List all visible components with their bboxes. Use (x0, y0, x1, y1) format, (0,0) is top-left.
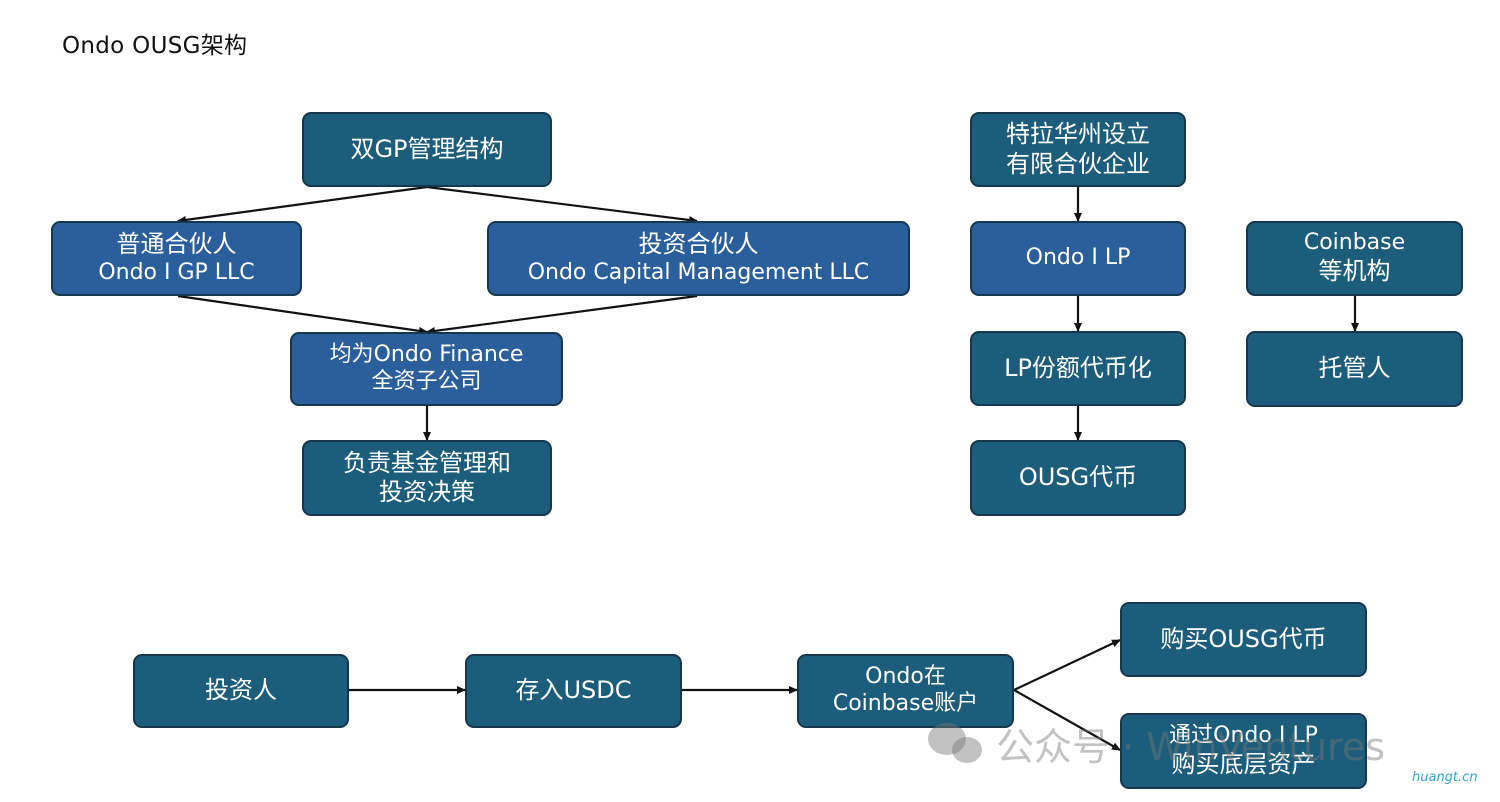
arrow-gp-to-investment-partner (426, 185, 698, 224)
responsibility-line2: 投资决策 (379, 478, 475, 506)
subsidiary-line2: 全资子公司 (371, 369, 482, 394)
wechat-icon (928, 721, 986, 767)
ondo-lp-box: Ondo I LP (970, 221, 1186, 296)
coinbase-account-line1: Ondo在 (865, 664, 946, 690)
coinbase-institution-line2: 等机构 (1318, 257, 1391, 286)
coinbase-institution-line1: Coinbase (1303, 230, 1406, 256)
buy-ousg-label: 购买OUSG代币 (1160, 624, 1327, 653)
ousg-token-label: OUSG代币 (1018, 463, 1138, 492)
investment-partner-role: 投资合伙人 (638, 230, 759, 259)
delaware-entity-box: 特拉华州设立 有限合伙企业 (970, 112, 1186, 187)
custodian-label: 托管人 (1318, 354, 1391, 383)
responsibility-line1: 负责基金管理和 (343, 448, 511, 477)
deposit-usdc-box: 存入USDC (465, 654, 682, 728)
investor-box: 投资人 (133, 654, 349, 728)
watermark: 公众号 · WinVentures (928, 716, 1385, 771)
deposit-usdc-label: 存入USDC (515, 676, 632, 705)
arrow-general-partner-to-subsidiary (177, 294, 428, 335)
subsidiary-box: 均为Ondo Finance 全资子公司 (290, 332, 563, 406)
general-partner-box: 普通合伙人 Ondo I GP LLC (51, 221, 302, 296)
buy-ousg-box: 购买OUSG代币 (1120, 602, 1367, 677)
arrow-account-to-buy-token (1013, 639, 1121, 691)
general-partner-role: 普通合伙人 (116, 230, 237, 259)
investor-label: 投资人 (205, 676, 277, 705)
lp-tokenize-label: LP份额代币化 (1004, 353, 1152, 382)
site-watermark: huangt.cn (1412, 770, 1478, 785)
buy-underlying-line2: 购买底层资产 (1171, 749, 1316, 778)
buy-underlying-box: 通过Ondo I LP 购买底层资产 (1120, 713, 1367, 789)
dual-gp-structure-box: 双GP管理结构 (302, 112, 552, 187)
page-title: Ondo OUSG架构 (62, 33, 248, 59)
delaware-entity-line2: 有限合伙企业 (1006, 149, 1150, 178)
investment-partner-box: 投资合伙人 Ondo Capital Management LLC (487, 221, 910, 296)
coinbase-institution-box: Coinbase 等机构 (1246, 221, 1463, 296)
arrow-investment-partner-to-subsidiary (426, 294, 698, 335)
responsibility-box: 负责基金管理和 投资决策 (302, 440, 552, 516)
custodian-box: 托管人 (1246, 331, 1463, 407)
coinbase-account-box: Ondo在 Coinbase账户 (797, 654, 1014, 728)
arrow-account-to-buy-assets (1013, 689, 1121, 751)
ousg-token-box: OUSG代币 (970, 440, 1186, 516)
investment-partner-entity: Ondo Capital Management LLC (527, 259, 870, 285)
dual-gp-structure-label: 双GP管理结构 (350, 134, 504, 163)
general-partner-entity: Ondo I GP LLC (98, 259, 255, 285)
subsidiary-line1: 均为Ondo Finance (329, 342, 524, 368)
arrow-gp-to-general-partner (177, 185, 428, 224)
delaware-entity-line1: 特拉华州设立 (1006, 120, 1150, 149)
ondo-lp-label: Ondo I LP (1025, 245, 1131, 271)
coinbase-account-line2: Coinbase账户 (832, 691, 979, 716)
buy-underlying-line1: 通过Ondo I LP (1169, 722, 1318, 748)
watermark-text: 公众号 · WinVentures (996, 725, 1386, 769)
lp-tokenize-box: LP份额代币化 (970, 331, 1186, 406)
